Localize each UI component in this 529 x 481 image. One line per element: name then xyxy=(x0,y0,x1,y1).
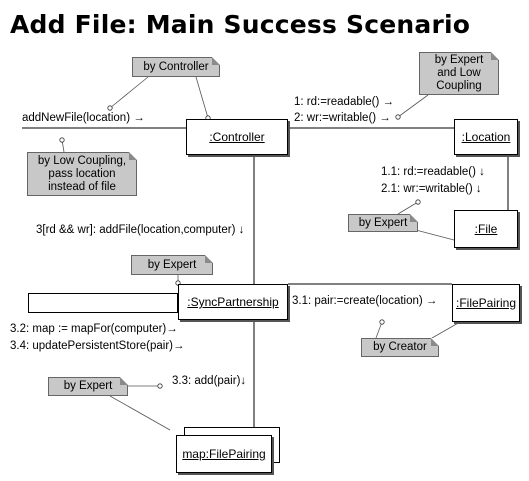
message-update-store: 3.4: updatePersistentStore(pair)→ xyxy=(10,340,185,352)
anchor-dot xyxy=(107,105,113,111)
anchor-dot xyxy=(415,199,421,205)
message-file-writable: 2.1: wr:=writable() ↓ xyxy=(381,183,482,195)
anchor-dot xyxy=(379,319,385,325)
note-by-expert-map: by Expert xyxy=(48,377,128,396)
anchor-by-creator-1 xyxy=(375,321,383,339)
map-object: map:FilePairing xyxy=(176,435,272,473)
anchor-by-expert-low-coupling xyxy=(397,94,429,118)
message-add-pair: 3.3: add(pair)↓ xyxy=(172,375,247,387)
page-title: Add File: Main Success Scenario xyxy=(10,10,471,39)
location-object: :Location xyxy=(454,119,518,155)
anchor-by-controller-1 xyxy=(109,76,149,109)
sync-partnership-object: :SyncPartnership xyxy=(178,284,288,320)
message-map-for: 3.2: map := mapFor(computer)→ xyxy=(10,323,178,335)
message-file-readable: 1.1: rd:=readable() ↓ xyxy=(381,166,485,178)
note-by-expert-low-coupling: by Expert and Low Coupling xyxy=(419,52,499,95)
file-pairing-object: :FilePairing xyxy=(452,284,520,322)
anchor-dot xyxy=(157,383,163,389)
controller-object: :Controller xyxy=(186,119,288,155)
message-writable: 2: wr:=writable() → xyxy=(294,112,391,124)
external-actor-box xyxy=(28,293,178,313)
anchor-dot xyxy=(59,137,65,143)
anchor-by-expert-file-1 xyxy=(397,201,419,215)
message-add-file: 3[rd && wr]: addFile(location,computer) … xyxy=(36,224,245,236)
note-by-controller: by Controller xyxy=(132,57,220,77)
message-create-pairing: 3.1: pair:=create(location) → xyxy=(292,295,438,307)
anchor-by-expert-map-2 xyxy=(109,395,171,431)
note-by-low-coupling: by Low Coupling, pass location instead o… xyxy=(27,152,137,196)
anchor-by-controller-2 xyxy=(195,76,209,119)
file-object: :File xyxy=(454,210,518,248)
note-by-expert-sync: by Expert xyxy=(131,255,213,275)
message-readable: 1: rd:=readable() → xyxy=(294,96,395,108)
note-by-creator: by Creator xyxy=(361,338,439,357)
message-add-new-file: addNewFile(location) → xyxy=(22,112,145,124)
anchor-dot xyxy=(395,114,401,120)
note-by-expert-file: by Expert xyxy=(348,214,418,232)
anchor-by-expert-file-2 xyxy=(411,228,455,241)
